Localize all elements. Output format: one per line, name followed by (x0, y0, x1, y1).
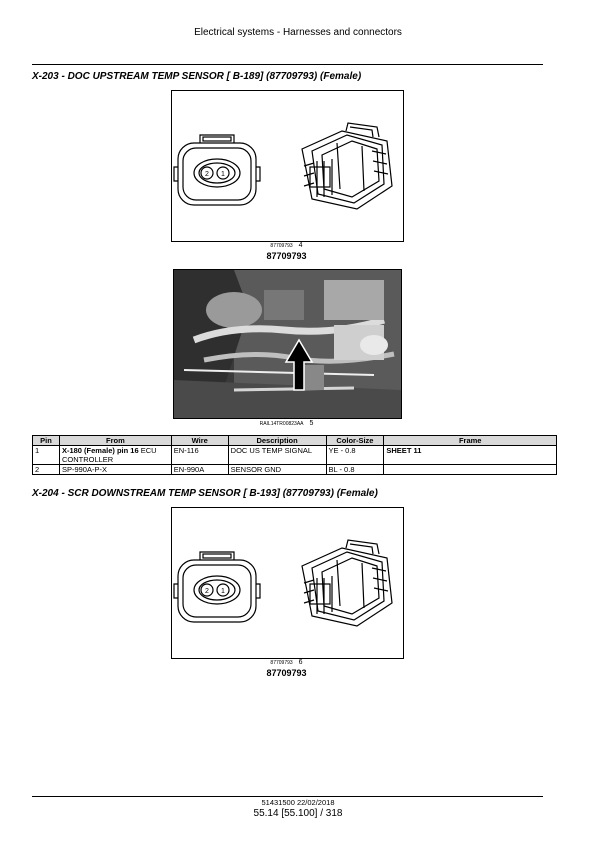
engine-photo-drawing (174, 270, 401, 418)
figure-number: 5 (309, 420, 314, 427)
cell-from-rest: SP-990A-P-X (61, 465, 107, 474)
pin-label: 2 (205, 588, 209, 595)
col-header-pin: Pin (32, 435, 60, 446)
figure-number: 6 (298, 659, 303, 666)
figure-number: 4 (298, 242, 303, 249)
cell-from-rest: ECU CONTROLLER (61, 446, 157, 464)
cell-description: SENSOR GND (227, 464, 327, 475)
pin-table: Pin From Wire Description Color-Size Fra… (32, 435, 557, 475)
connector-drawing: 2 1 (173, 122, 393, 210)
footer-doc-date: 51431500 22/02/2018 (261, 798, 335, 807)
cell-description: DOC US TEMP SIGNAL (227, 445, 327, 465)
cell-pin: 1 (32, 445, 60, 465)
col-header-from: From (58, 435, 172, 446)
col-header-description: Description (227, 435, 327, 446)
cell-wire: EN-990A (170, 464, 229, 475)
pin-label: 1 (221, 588, 225, 595)
table-row: 1 X-180 (Female) pin 16 ECU CONTROLLER E… (32, 445, 557, 465)
footer-rule (32, 796, 543, 797)
header-rule (32, 64, 543, 65)
cell-wire: EN-116 (170, 445, 229, 465)
engine-photo (173, 269, 402, 419)
table-row: 2 SP-990A-P-X EN-990A SENSOR GND BL - 0.… (32, 464, 557, 475)
pin-label: 1 (221, 171, 225, 178)
col-header-color-size: Color-Size (325, 435, 385, 446)
figure-id: 87709793 (270, 660, 293, 666)
col-header-wire: Wire (170, 435, 229, 446)
photo-caption: RAIL14TR00823AA 5 (173, 420, 400, 427)
cell-color-size: YE - 0.8 (325, 445, 385, 465)
photo-id: RAIL14TR00823AA (259, 421, 304, 427)
col-header-frame: Frame (383, 435, 557, 446)
cell-frame (383, 464, 557, 475)
section-title: X-204 - SCR DOWNSTREAM TEMP SENSOR [ B-1… (32, 488, 378, 499)
cell-color-size: BL - 0.8 (325, 464, 385, 475)
footer-page-number: 55.14 [55.100] / 318 (253, 808, 343, 819)
part-number: 87709793 (266, 251, 307, 261)
section-title: X-203 - DOC UPSTREAM TEMP SENSOR [ B-189… (32, 71, 362, 82)
cell-frame: SHEET 11 (383, 445, 557, 465)
connector-drawing: 2 1 (173, 539, 393, 627)
cell-pin: 2 (32, 464, 60, 475)
cell-from: SP-990A-P-X (58, 464, 172, 475)
connector-figure: 2 1 (171, 507, 404, 659)
connector-figure: 2 1 (171, 90, 404, 242)
figure-id: 87709793 (270, 243, 293, 249)
page-header: Electrical systems - Harnesses and conne… (194, 27, 402, 38)
table-header-row: Pin From Wire Description Color-Size Fra… (32, 435, 557, 446)
cell-from: X-180 (Female) pin 16 ECU CONTROLLER (58, 445, 172, 465)
figure-caption-small: 87709793 4 (171, 242, 402, 249)
figure-caption-small: 87709793 6 (171, 659, 402, 666)
pin-label: 2 (205, 171, 209, 178)
cell-from-connector: X-180 (Female) pin 16 (61, 446, 139, 455)
part-number: 87709793 (266, 668, 307, 678)
